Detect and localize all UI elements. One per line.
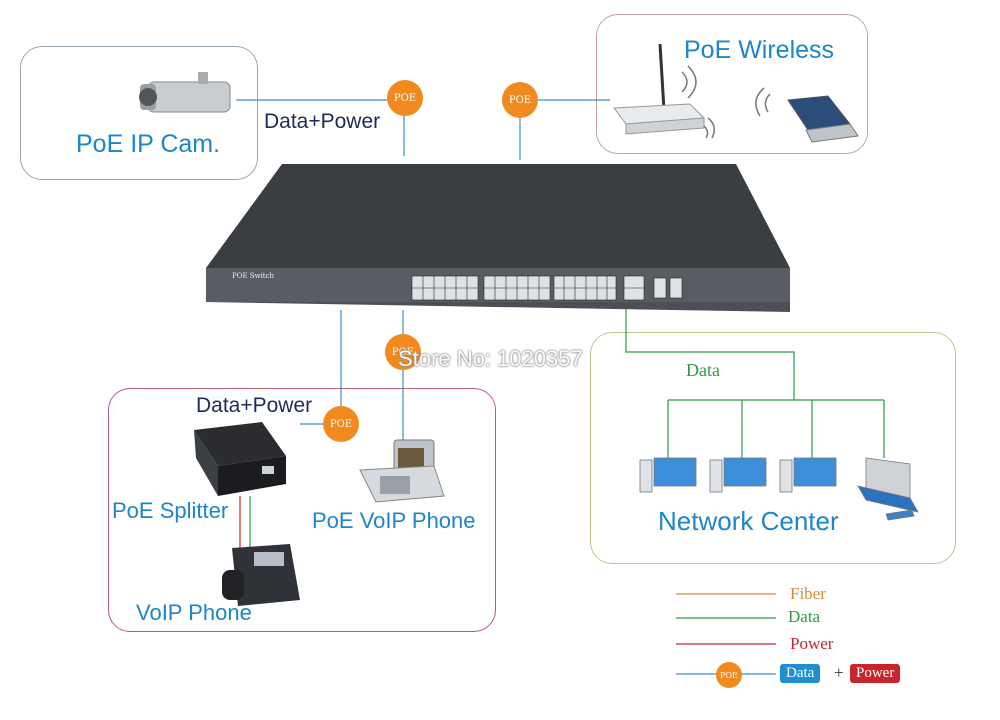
- ip-cam-box: [20, 46, 258, 180]
- splitter-phone-box: [108, 388, 496, 632]
- wireless-label: PoE Wireless: [684, 36, 835, 64]
- network-link-label: Data: [686, 360, 720, 380]
- legend-combo-plus: +: [834, 663, 844, 682]
- switch-label: POE Switch: [232, 272, 275, 280]
- store-watermark: Store No: 1020357: [398, 346, 583, 371]
- legend-data: Data: [788, 607, 821, 626]
- legend-combo-data: Data: [780, 664, 821, 683]
- poe-badge-cam: POE: [387, 80, 423, 116]
- splitter-label: PoE Splitter: [112, 498, 229, 523]
- network-center-box: [590, 332, 956, 564]
- voip-phone-label: VoIP Phone: [136, 600, 252, 625]
- splitter-link-label: Data+Power: [196, 394, 313, 417]
- legend-fiber: Fiber: [790, 584, 826, 603]
- poe-badge-wireless: POE: [502, 82, 538, 118]
- voip-phone-poe-label: PoE VoIP Phone: [312, 508, 476, 533]
- poe-badge-phone: POE: [385, 334, 421, 370]
- legend-power: Power: [790, 634, 834, 653]
- poe-badge-splitter: POE: [323, 406, 359, 442]
- network-center-label: Network Center: [658, 506, 839, 536]
- legend-combo-power: Power: [850, 664, 901, 683]
- ip-cam-label: PoE IP Cam.: [76, 130, 221, 158]
- legend-poe-badge: POE: [716, 662, 742, 688]
- cam-link-label: Data+Power: [264, 110, 381, 133]
